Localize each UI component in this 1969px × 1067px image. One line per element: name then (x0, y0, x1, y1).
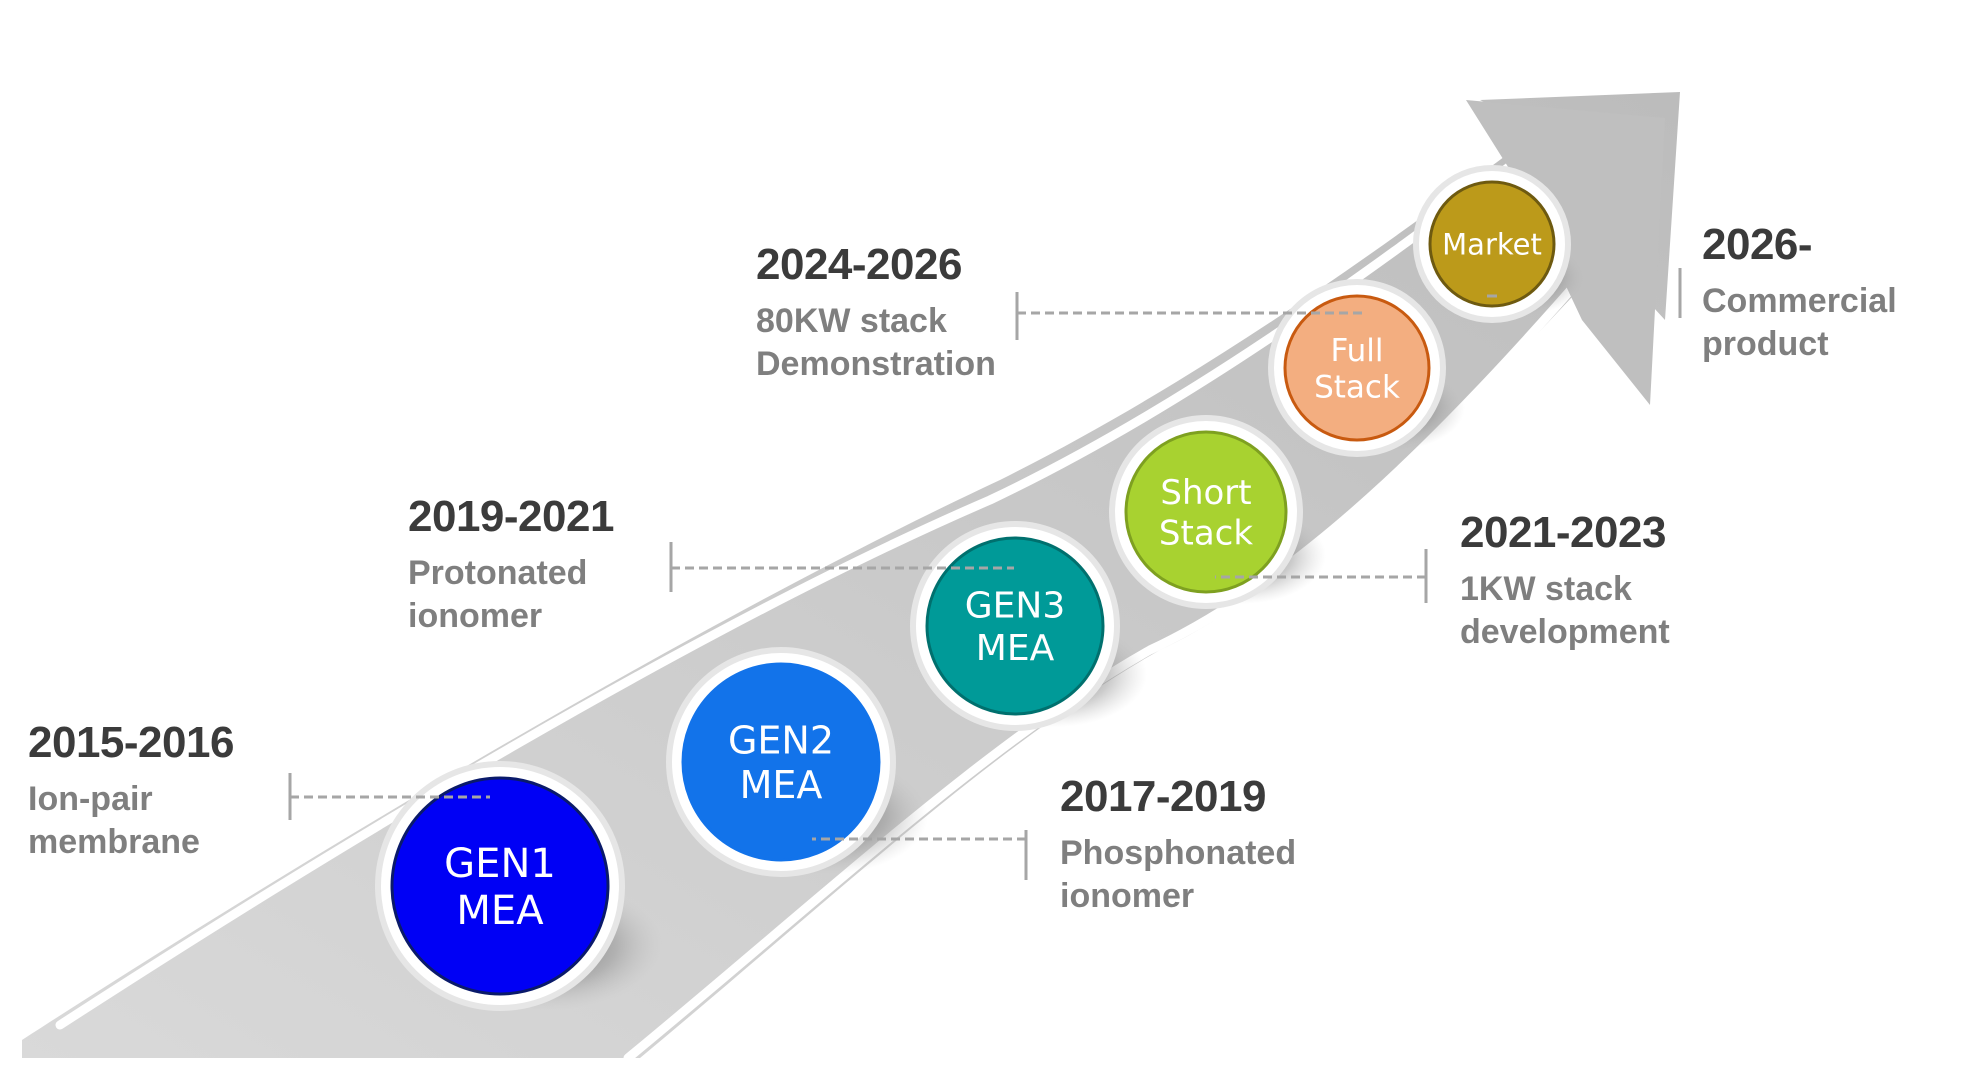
milestone-description: Commercial product (1702, 282, 1897, 363)
milestone-label-market: 2026- Commercial product (1702, 220, 1897, 366)
node-circle (1124, 430, 1288, 594)
leader-gen3 (669, 542, 1014, 592)
leader-gen2 (812, 830, 1028, 880)
milestone-description: Protonated ionomer (408, 554, 588, 635)
node-label-line: MEA (456, 888, 544, 934)
node-label-line: Full (1330, 333, 1383, 369)
milestone-description: Ion-pair membrane (28, 780, 200, 861)
node-label-line: Stack (1159, 513, 1253, 553)
leader-full-stack (1015, 292, 1362, 340)
node-label-line: MEA (740, 763, 823, 807)
milestone-period: 2021-2023 (1460, 508, 1666, 557)
node-label-line: Stack (1314, 369, 1400, 405)
milestone-period: 2017-2019 (1060, 772, 1266, 821)
milestone-period: 2026- (1702, 220, 1813, 269)
node-circle (925, 536, 1105, 716)
milestone-label-gen1: 2015-2016 Ion-pair membrane (28, 718, 234, 864)
milestone-description: Phosphonated ionomer (1060, 834, 1297, 915)
milestone-description: 1KW stack development (1460, 570, 1670, 651)
milestone-label-gen2: 2017-2019 Phosphonated ionomer (1060, 772, 1296, 918)
leader-short-stack (1215, 549, 1428, 603)
milestone-node-market: Market (1413, 165, 1585, 323)
node-label-line: GEN2 (728, 718, 834, 762)
node-label-line: GEN3 (965, 586, 1065, 627)
milestone-label-full-stack: 2024-2026 80KW stack Demonstration (756, 240, 996, 386)
milestone-period: 2024-2026 (756, 240, 962, 289)
node-circle (1283, 294, 1431, 442)
node-circle (1428, 180, 1556, 308)
node-label-line: GEN1 (444, 841, 556, 887)
milestone-label-short-stack: 2021-2023 1KW stack development (1460, 508, 1670, 654)
milestone-label-gen3: 2019-2021 Protonated ionomer (408, 492, 614, 638)
milestone-description: 80KW stack Demonstration (756, 302, 996, 383)
node-label-line: MEA (976, 628, 1055, 669)
leader-gen1 (288, 773, 490, 820)
milestone-period: 2019-2021 (408, 492, 614, 541)
node-label-line: Market (1442, 227, 1542, 261)
node-circle (390, 776, 610, 996)
node-circle (681, 662, 881, 862)
node-label-line: Short (1160, 473, 1251, 513)
milestone-period: 2015-2016 (28, 718, 234, 767)
